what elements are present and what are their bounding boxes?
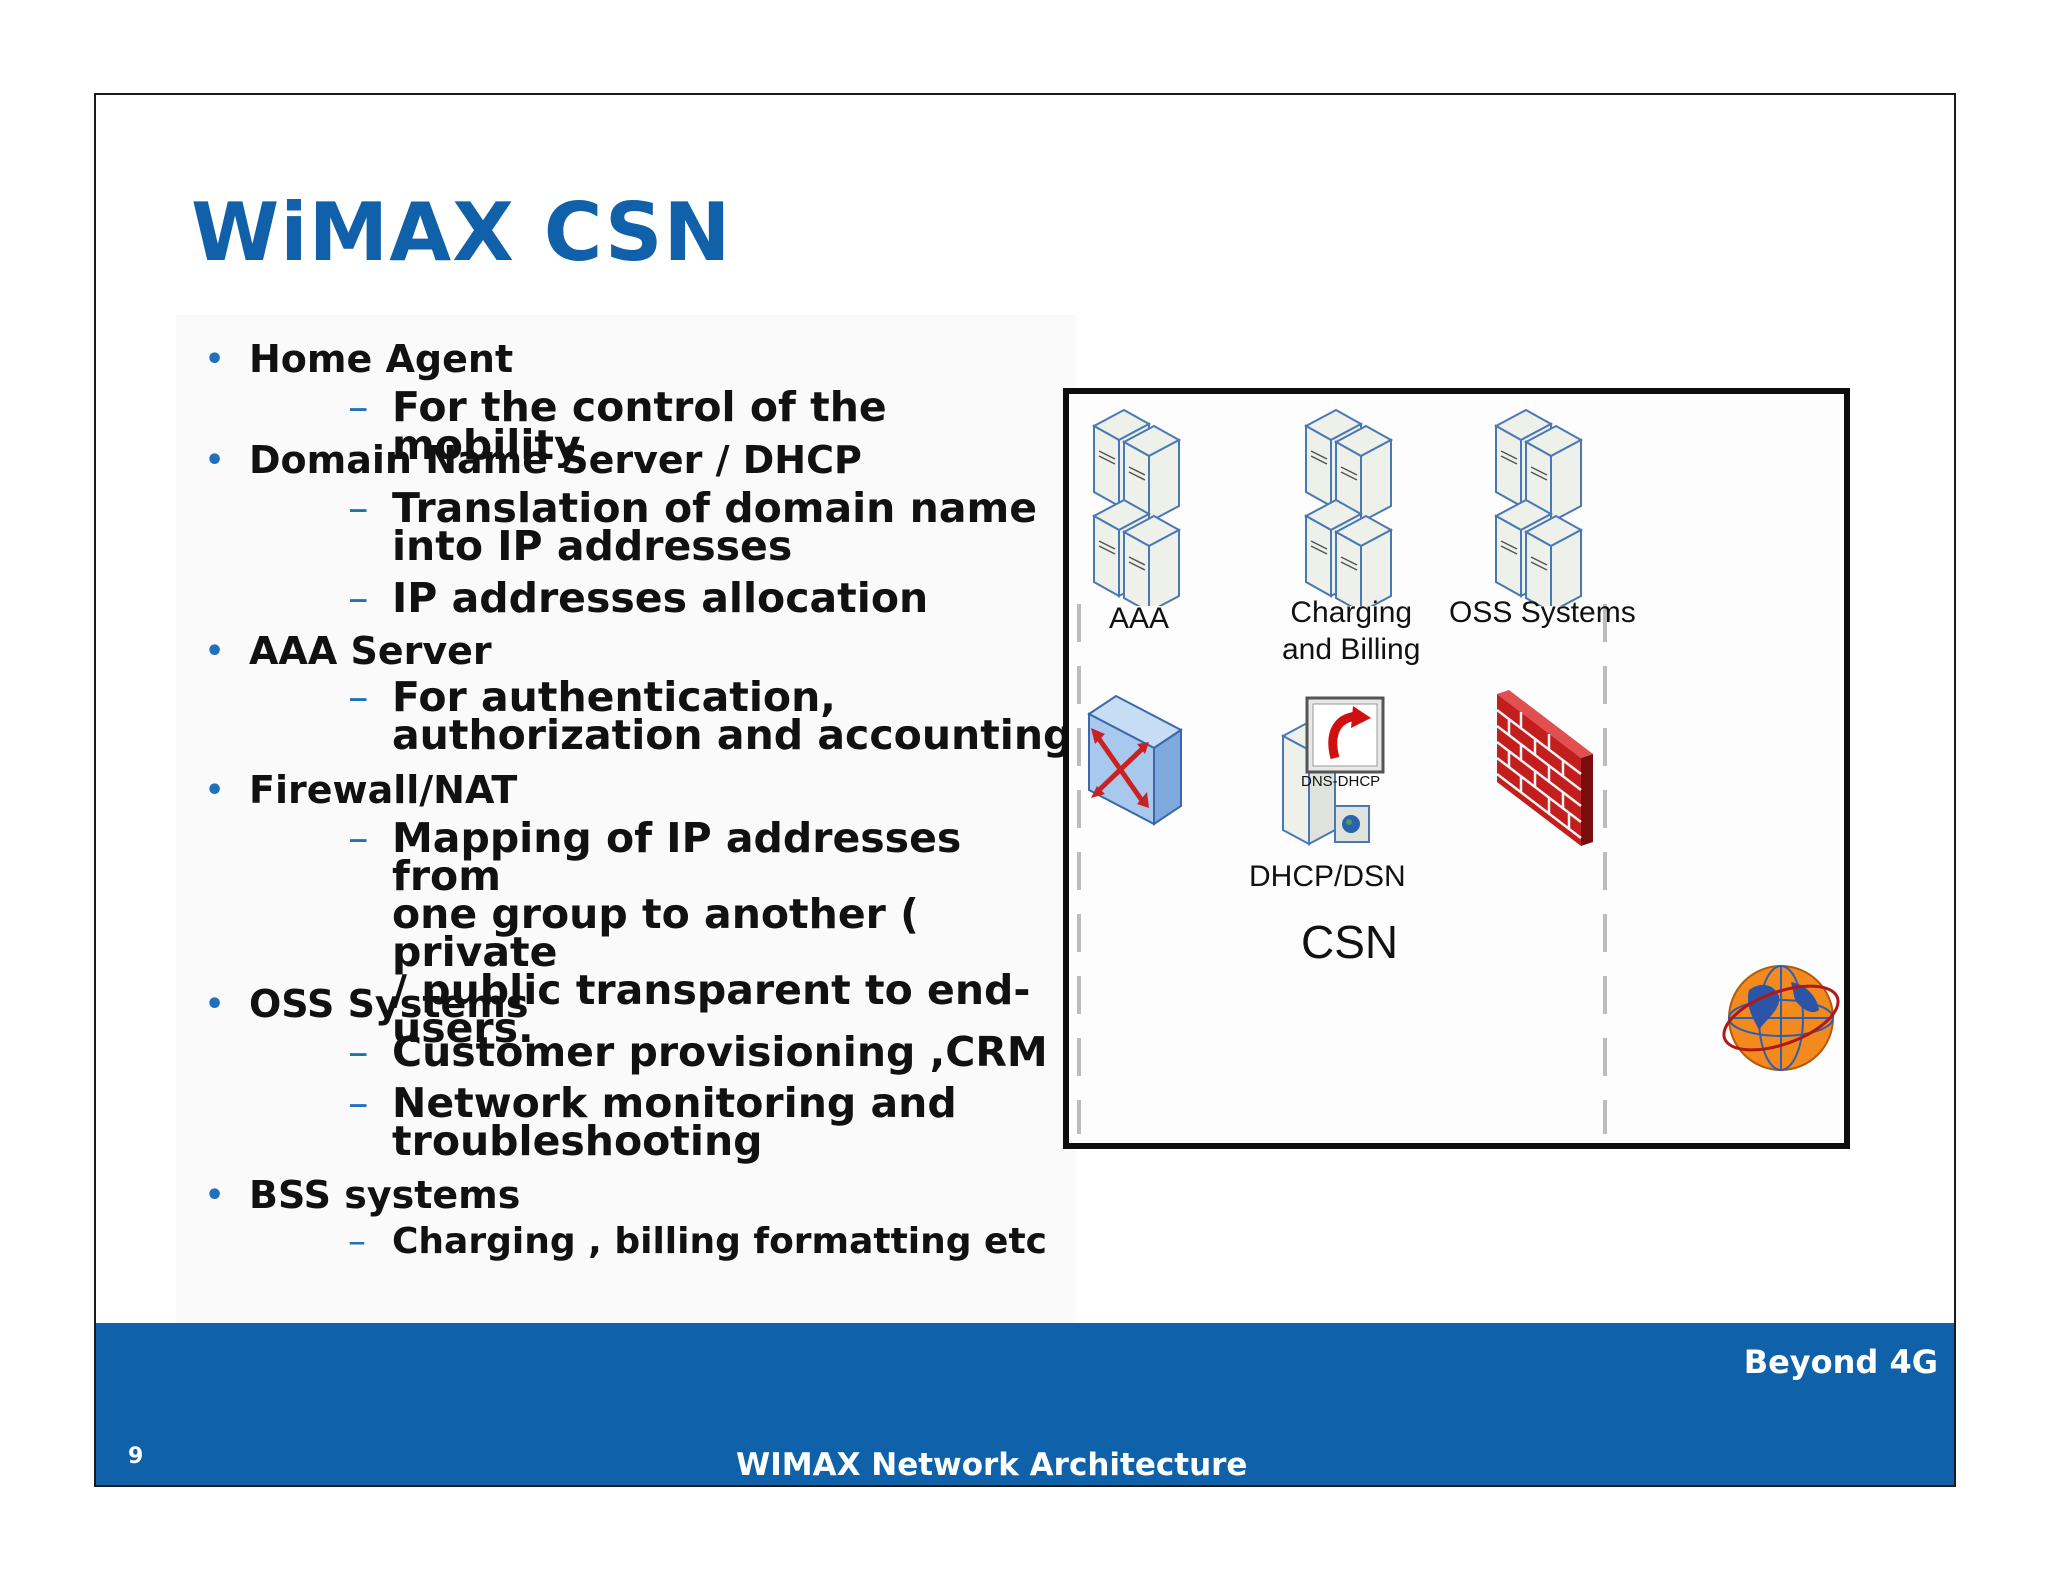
slide: WiMAX CSN Home Agent For the control of … bbox=[94, 93, 1956, 1487]
sub-bullet-line: Customer provisioning ,CRM bbox=[392, 1028, 1048, 1076]
router-switch-icon bbox=[1087, 694, 1183, 826]
bullet-aaa-server: AAA Server bbox=[205, 631, 492, 672]
dns-dhcp-server-icon: DNS-DHCP bbox=[1280, 696, 1385, 846]
sub-bullet-line: one group to another ( private bbox=[392, 890, 919, 976]
dashed-boundary-right bbox=[1603, 604, 1607, 1134]
csn-label: CSN bbox=[1301, 916, 1399, 968]
sub-bullet: Charging , billing formatting etc bbox=[348, 1221, 1048, 1262]
server-rack-icon bbox=[1303, 408, 1394, 606]
globe-icon bbox=[1722, 965, 1840, 1071]
sub-bullet-line: into IP addresses bbox=[392, 522, 793, 570]
sub-bullet: For authentication,authorization and acc… bbox=[348, 677, 1072, 756]
slide-title: WiMAX CSN bbox=[191, 186, 732, 279]
footer-title: WIMAX Network Architecture bbox=[736, 1447, 1248, 1483]
bullet-oss-systems: OSS Systems bbox=[205, 984, 529, 1025]
bullet-dns-dhcp: Domain Name Server / DHCP bbox=[205, 440, 862, 481]
sub-bullet-line: troubleshooting bbox=[392, 1117, 763, 1165]
sub-bullet-line: For authentication, bbox=[392, 673, 836, 721]
dhcp-dsn-label: DHCP/DSN bbox=[1249, 860, 1406, 893]
sub-bullet-line: Network monitoring and bbox=[392, 1079, 957, 1127]
footer-brand: Beyond 4G bbox=[1743, 1343, 1938, 1381]
bullet-home-agent: Home Agent bbox=[205, 339, 513, 380]
footer-bar: Beyond 4G 9 WIMAX Network Architecture bbox=[96, 1323, 1954, 1485]
dashed-boundary-left bbox=[1077, 604, 1081, 1134]
bullet-bss-systems: BSS systems bbox=[205, 1175, 520, 1216]
svg-text:DNS-DHCP: DNS-DHCP bbox=[1301, 773, 1380, 790]
bullet-list: Home Agent For the control of the mobili… bbox=[176, 315, 1076, 1405]
sub-bullet-line: Charging , billing formatting etc bbox=[392, 1221, 1048, 1262]
aaa-label: AAA bbox=[1109, 602, 1170, 635]
sub-bullet: Customer provisioning ,CRM bbox=[348, 1032, 1048, 1073]
server-rack-icon bbox=[1493, 408, 1584, 606]
sub-bullet-line: IP addresses allocation bbox=[392, 574, 929, 622]
sub-bullet-line: authorization and accounting bbox=[392, 711, 1073, 759]
oss-systems-label: OSS Systems bbox=[1449, 596, 1636, 629]
firewall-icon bbox=[1496, 690, 1593, 846]
page-number: 9 bbox=[128, 1444, 144, 1469]
sub-bullet: IP addresses allocation bbox=[348, 578, 928, 619]
sub-bullet-line: Mapping of IP addresses from bbox=[392, 814, 962, 900]
server-rack-icon bbox=[1091, 408, 1182, 606]
bullet-firewall-nat: Firewall/NAT bbox=[205, 770, 517, 811]
sub-bullet-line: Translation of domain name bbox=[392, 484, 1038, 532]
